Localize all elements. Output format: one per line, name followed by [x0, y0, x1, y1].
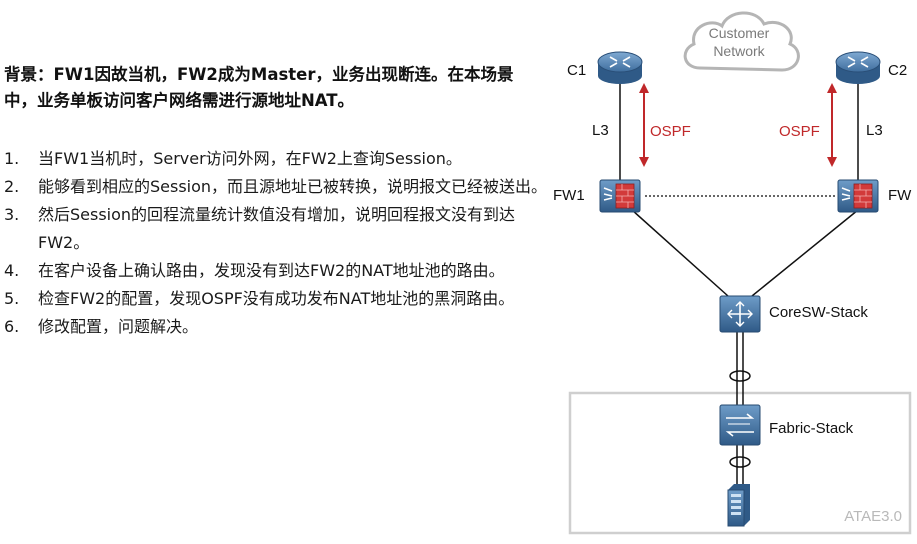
step-text: 能够看到相应的Session，而且源地址已被转换，说明报文已经被送出。 [38, 177, 548, 196]
fabric-switch-icon [719, 404, 761, 446]
step-number: 6. [4, 317, 20, 336]
firewall-fw1-label: FW1 [553, 187, 585, 204]
fabric-switch-label: Fabric-Stack [769, 420, 854, 437]
firewall-fw1-icon [599, 179, 641, 213]
step-item: 2. 能够看到相应的Session，而且源地址已被转换，说明报文已经被送出。 [4, 173, 552, 201]
link-aggregation-ring [729, 370, 751, 382]
step-number: 5. [4, 289, 20, 308]
step-text: 修改配置，问题解决。 [38, 317, 199, 336]
step-text: 然后Session的回程流量统计数值没有增加，说明回程报文没有到达FW2。 [38, 205, 516, 252]
ospf-label-left: OSPF [650, 123, 691, 140]
link-label-right: L3 [866, 122, 883, 139]
router-c2-icon [835, 51, 881, 84]
link-aggregation-ring [729, 456, 751, 468]
troubleshooting-steps: 1. 当FW1当机时，Server访问外网，在FW2上查询Session。 2. 能… [4, 145, 552, 341]
background-title: 背景：FW1因故当机，FW2成为Master，业务出现断连。在本场景中，业务单板… [4, 65, 514, 110]
link-label-left: L3 [592, 122, 609, 139]
router-c1-label: C1 [567, 62, 586, 79]
link-fw1-core [631, 209, 729, 297]
core-switch-label: CoreSW-Stack [769, 304, 868, 321]
cloud-label-line2: Network [713, 43, 765, 59]
step-item: 3. 然后Session的回程流量统计数值没有增加，说明回程报文没有到达FW2。 [4, 201, 552, 257]
step-number: 4. [4, 261, 20, 280]
router-c1-icon [597, 51, 643, 84]
link-fw2-core [751, 209, 859, 297]
step-number: 1. [4, 149, 20, 168]
ospf-label-right: OSPF [779, 123, 820, 140]
step-item: 5. 检查FW2的配置，发现OSPF没有成功发布NAT地址池的黑洞路由。 [4, 285, 552, 313]
atae-label: ATAE3.0 [844, 508, 902, 525]
step-text: 当FW1当机时，Server访问外网，在FW2上查询Session。 [38, 149, 462, 168]
step-item: 6. 修改配置，问题解决。 [4, 313, 552, 341]
core-switch-icon [719, 295, 761, 333]
step-item: 4. 在客户设备上确认路由，发现没有到达FW2的NAT地址池的路由。 [4, 257, 552, 285]
cloud-label-line1: Customer [709, 25, 770, 41]
step-number: 2. [4, 177, 20, 196]
server-blade-icon [727, 484, 750, 527]
step-text: 在客户设备上确认路由，发现没有到达FW2的NAT地址池的路由。 [38, 261, 505, 280]
step-text: 检查FW2的配置，发现OSPF没有成功发布NAT地址池的黑洞路由。 [38, 289, 515, 308]
step-number: 3. [4, 205, 20, 224]
firewall-fw2-icon [837, 179, 879, 213]
router-c2-label: C2 [888, 62, 907, 79]
fabric-area-box [568, 391, 912, 535]
step-item: 1. 当FW1当机时，Server访问外网，在FW2上查询Session。 [4, 145, 552, 173]
customer-network-cloud: Customer Network [683, 11, 800, 72]
firewall-fw2-label: FW [888, 187, 912, 204]
